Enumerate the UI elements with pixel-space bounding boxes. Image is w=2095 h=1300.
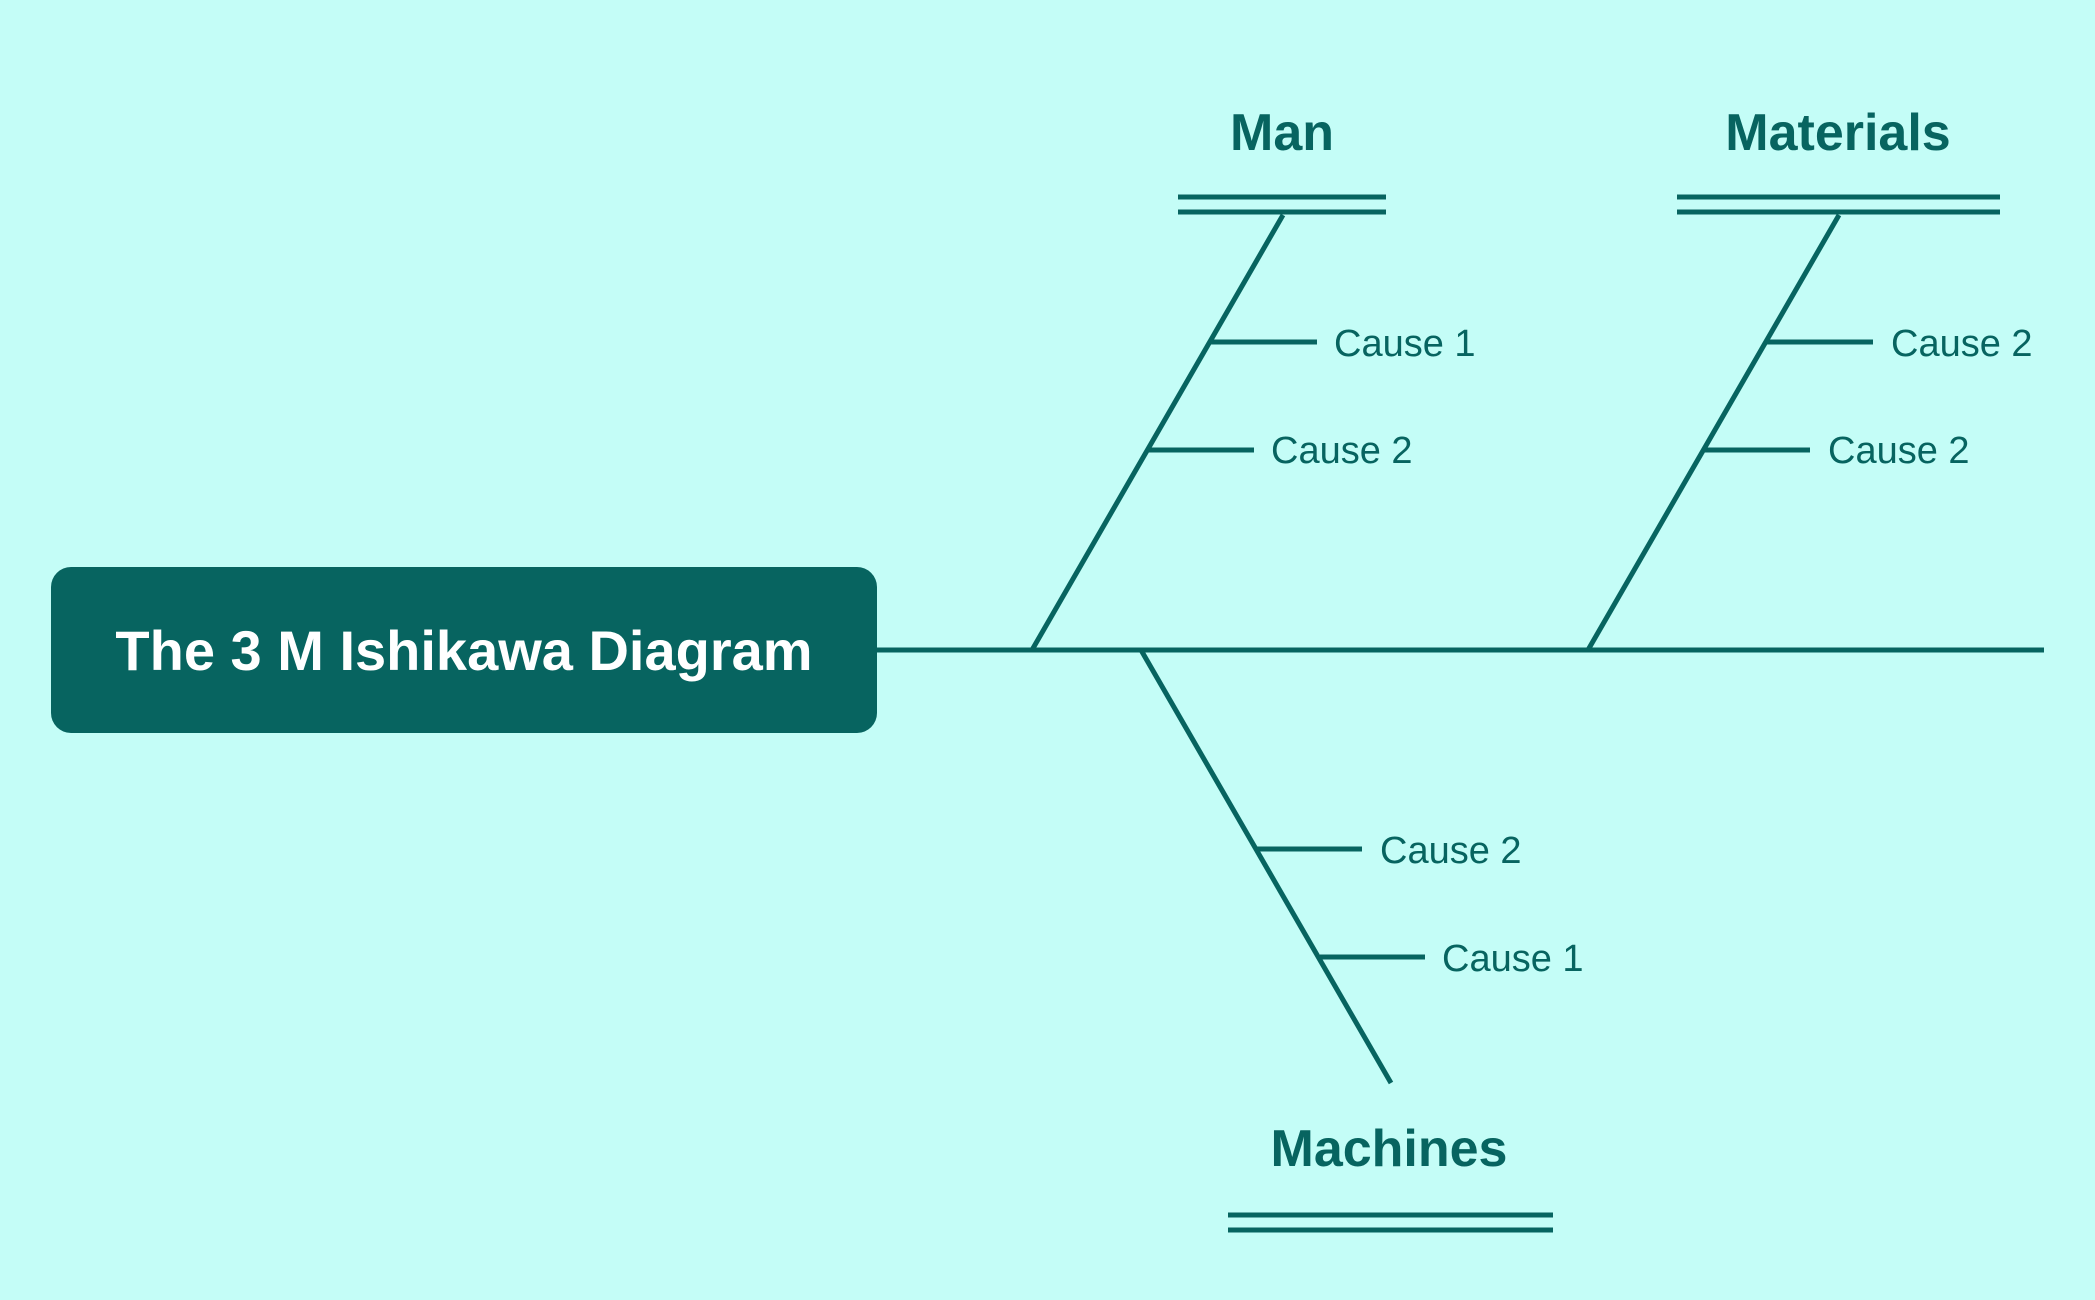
man-cause-2-label: Cause 2 xyxy=(1271,430,1413,472)
man-cause-1-label: Cause 1 xyxy=(1334,323,1476,365)
category-materials[interactable]: Materials Cause 2 Cause 2 xyxy=(1585,104,2033,652)
category-man-label: Man xyxy=(1230,104,1334,162)
title-label: The 3 M Ishikawa Diagram xyxy=(115,619,812,682)
materials-cause-1-label: Cause 2 xyxy=(1891,323,2033,365)
materials-cause-2-label: Cause 2 xyxy=(1828,430,1970,472)
category-man[interactable]: Man Cause 1 Cause 2 xyxy=(1029,104,1476,652)
title-box xyxy=(51,567,877,733)
category-materials-bone xyxy=(1585,213,1842,652)
title-node[interactable]: The 3 M Ishikawa Diagram xyxy=(51,567,877,733)
category-man-bone xyxy=(1029,213,1286,652)
category-machines[interactable]: Cause 2 Cause 1 Machines xyxy=(1138,648,1584,1233)
machines-cause-2-label: Cause 1 xyxy=(1442,938,1584,980)
category-materials-label: Materials xyxy=(1725,104,1950,162)
machines-cause-1-label: Cause 2 xyxy=(1380,830,1522,872)
category-machines-bone xyxy=(1138,648,1394,1085)
category-machines-label: Machines xyxy=(1271,1120,1508,1178)
